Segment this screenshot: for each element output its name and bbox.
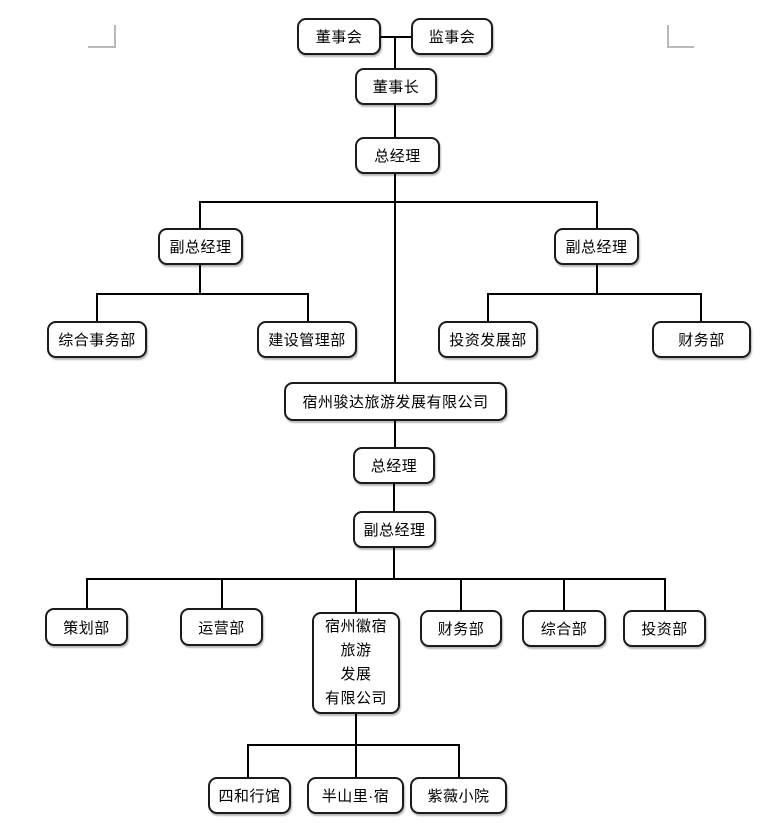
node-label: 副总经理 xyxy=(169,239,232,256)
node-investment-dept[interactable]: 投资部 xyxy=(623,610,706,647)
connector-line xyxy=(563,579,565,610)
node-general-affairs-dept[interactable]: 综合事务部 xyxy=(47,321,147,358)
connector-line xyxy=(355,714,357,746)
node-label: 副总经理 xyxy=(363,522,426,539)
node-deputy-gm-mid[interactable]: 副总经理 xyxy=(353,511,436,548)
node-junda-company[interactable]: 宿州骏达旅游发展有限公司 xyxy=(284,382,507,421)
connector-line xyxy=(596,202,598,228)
connector-line xyxy=(487,294,489,321)
node-label: 宿州徽宿 xyxy=(324,618,387,635)
node-label: 财务部 xyxy=(678,332,725,349)
node-label: 紫薇小院 xyxy=(427,788,490,805)
connector-line xyxy=(96,293,309,295)
node-construction-mgmt-dept[interactable]: 建设管理部 xyxy=(257,321,357,358)
node-banshanli-hotel[interactable]: 半山里·宿 xyxy=(307,777,404,814)
node-label: 半山里·宿 xyxy=(321,788,390,805)
node-label: 策划部 xyxy=(63,619,110,637)
connector-line xyxy=(394,37,396,68)
node-operations-dept[interactable]: 运营部 xyxy=(180,608,263,646)
connector-line xyxy=(393,548,395,579)
connector-line xyxy=(86,578,666,580)
node-label: 发展 xyxy=(340,666,372,683)
node-label: 建设管理部 xyxy=(268,332,346,349)
node-label: 四和行馆 xyxy=(218,788,281,805)
page-margin-mark-left xyxy=(114,25,116,48)
node-label: 有限公司 xyxy=(324,690,387,707)
node-label: 旅游 xyxy=(340,642,372,659)
node-finance-dept-lower[interactable]: 财务部 xyxy=(420,610,502,647)
connector-line xyxy=(700,294,702,321)
node-label: 投资部 xyxy=(641,621,688,638)
node-board[interactable]: 董事会 xyxy=(297,18,381,55)
node-label: 财务部 xyxy=(437,621,485,638)
connector-line xyxy=(596,265,598,294)
node-label: 监事会 xyxy=(428,29,476,46)
node-label: 综合部 xyxy=(540,621,588,638)
node-planning-dept[interactable]: 策划部 xyxy=(45,608,128,646)
connector-line xyxy=(199,201,598,203)
connector-line xyxy=(221,579,223,608)
node-label: 宿州骏达旅游发展有限公司 xyxy=(302,394,489,411)
node-huisu-company[interactable]: 宿州徽宿 旅游 发展 有限公司 xyxy=(312,612,400,714)
connector-line xyxy=(393,484,395,511)
connector-line xyxy=(199,202,201,228)
connector-line xyxy=(380,36,412,38)
connector-line xyxy=(664,579,666,610)
connector-line xyxy=(86,579,88,608)
connector-line xyxy=(307,294,309,321)
node-finance-dept-upper[interactable]: 财务部 xyxy=(652,321,751,358)
connector-line xyxy=(247,744,460,746)
node-deputy-gm-right[interactable]: 副总经理 xyxy=(554,228,639,265)
page-margin-mark-right xyxy=(668,46,694,48)
node-label: 副总经理 xyxy=(565,239,628,256)
node-label: 综合事务部 xyxy=(58,332,136,349)
connector-line xyxy=(394,421,396,447)
page-margin-mark-right xyxy=(667,25,669,48)
node-investment-dev-dept[interactable]: 投资发展部 xyxy=(438,321,538,358)
connector-line xyxy=(96,294,98,321)
node-chairman[interactable]: 董事长 xyxy=(355,68,437,105)
connector-line xyxy=(487,293,702,295)
connector-line xyxy=(394,174,396,382)
node-label: 总经理 xyxy=(374,148,421,165)
connector-line xyxy=(355,579,357,612)
connector-line xyxy=(394,105,396,137)
node-supervisory-board[interactable]: 监事会 xyxy=(411,18,493,55)
connector-line xyxy=(247,745,249,777)
node-general-dept[interactable]: 综合部 xyxy=(522,610,606,647)
connector-line xyxy=(355,745,357,777)
node-sihe-hotel[interactable]: 四和行馆 xyxy=(208,777,291,814)
node-label: 总经理 xyxy=(370,458,418,475)
node-ziwei-hotel[interactable]: 紫薇小院 xyxy=(410,777,507,814)
node-label: 董事会 xyxy=(315,29,363,46)
node-deputy-gm-left[interactable]: 副总经理 xyxy=(158,228,243,265)
connector-line xyxy=(458,745,460,777)
node-label: 运营部 xyxy=(198,619,245,637)
node-general-manager-top[interactable]: 总经理 xyxy=(355,137,440,174)
connector-line xyxy=(460,579,462,610)
connector-line xyxy=(199,265,201,294)
node-general-manager-mid[interactable]: 总经理 xyxy=(353,447,435,484)
node-label: 董事长 xyxy=(372,79,420,96)
page-margin-mark-left xyxy=(88,46,115,48)
node-label: 投资发展部 xyxy=(449,332,527,349)
